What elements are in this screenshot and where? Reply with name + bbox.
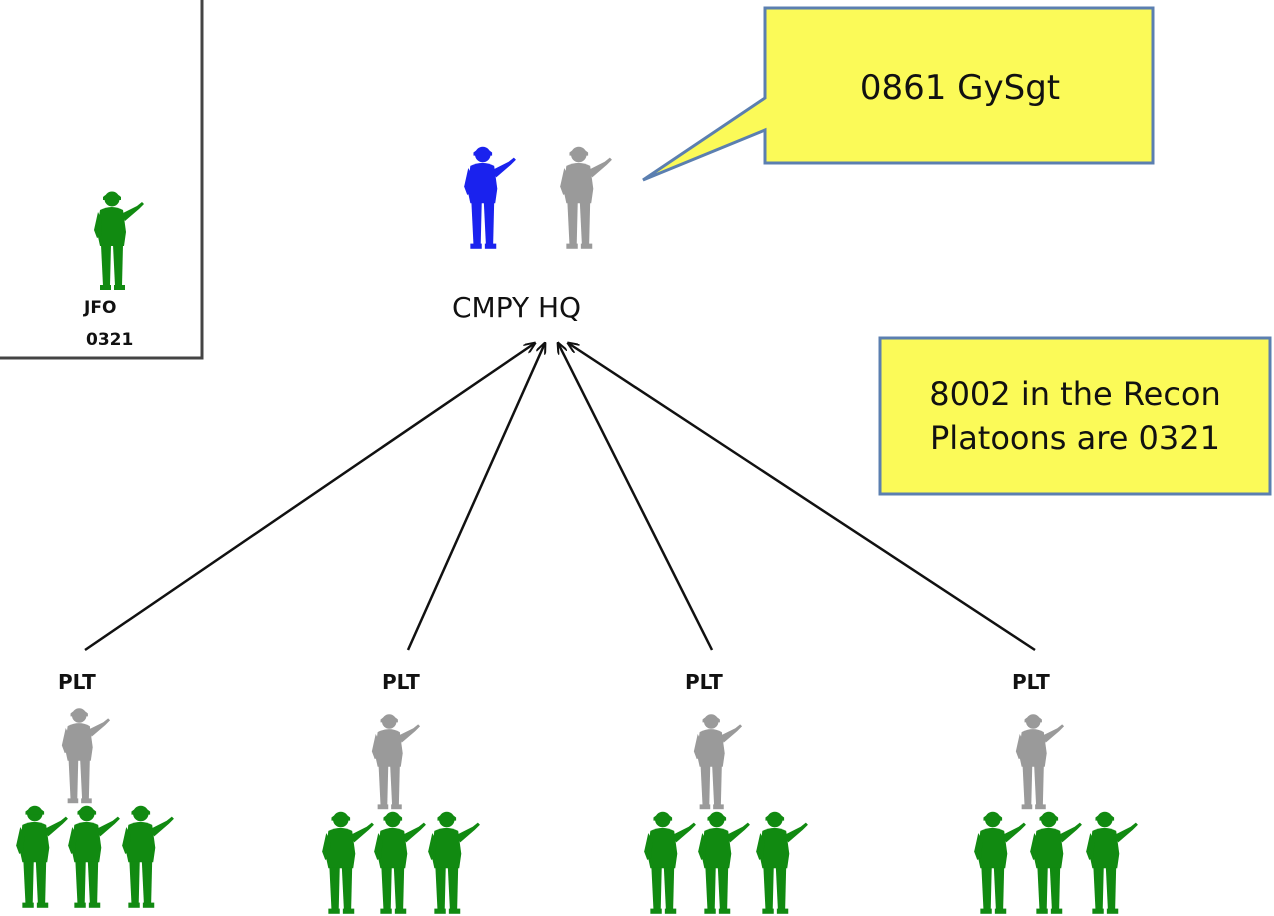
plt-4-soldier-icon — [1030, 811, 1082, 914]
platoon-1-figures — [16, 708, 174, 908]
hq-soldier-icon — [560, 146, 612, 249]
platoon-1-label: PLT — [58, 670, 96, 694]
recon-callout-text: 8002 in the Recon Platoons are 0321 — [880, 372, 1270, 460]
platoon-4-figures — [974, 714, 1138, 914]
recon-callout-line-1: 8002 in the Recon — [929, 375, 1221, 413]
plt-1-soldier-icon — [122, 805, 174, 908]
plt-2-soldier-icon — [322, 811, 374, 914]
plt-4-leader-soldier-icon — [1015, 714, 1065, 810]
plt-1-leader-soldier-icon — [61, 708, 111, 804]
plt-4-soldier-icon — [974, 811, 1026, 914]
hq-leader-soldier-icon — [464, 146, 516, 249]
arrow-plt-1 — [84, 343, 535, 652]
platoon-3-label: PLT — [685, 670, 723, 694]
hq-label: CMPY HQ — [452, 291, 582, 324]
plt-1-soldier-icon — [16, 805, 68, 908]
plt-2-soldier-icon — [374, 811, 426, 914]
plt-2-leader-soldier-icon — [371, 714, 421, 810]
plt-3-soldier-icon — [644, 811, 696, 914]
jfo-title: JFO — [84, 298, 117, 318]
gysgt-callout — [642, 6, 1155, 182]
plt-2-soldier-icon — [428, 811, 480, 914]
arrows — [84, 343, 1036, 652]
plt-3-leader-soldier-icon — [693, 714, 743, 810]
recon-callout — [878, 336, 1272, 496]
gysgt-callout-text: 0861 GySgt — [859, 68, 1061, 108]
platoon-4-label: PLT — [1012, 670, 1050, 694]
arrow-plt-2 — [406, 343, 545, 651]
arrow-plt-4 — [568, 343, 1036, 652]
jfo-code: 0321 — [86, 330, 134, 350]
jfo-soldier-icon — [94, 191, 144, 290]
arrow-plt-3 — [558, 343, 714, 651]
plt-4-soldier-icon — [1086, 811, 1138, 914]
platoon-2-figures — [322, 714, 480, 914]
plt-3-soldier-icon — [698, 811, 750, 914]
plt-1-soldier-icon — [68, 805, 120, 908]
recon-callout-line-2: Platoons are 0321 — [930, 419, 1220, 457]
platoon-2-label: PLT — [382, 670, 420, 694]
plt-3-soldier-icon — [756, 811, 808, 914]
jfo-box — [0, 0, 204, 360]
platoon-3-figures — [644, 714, 808, 914]
